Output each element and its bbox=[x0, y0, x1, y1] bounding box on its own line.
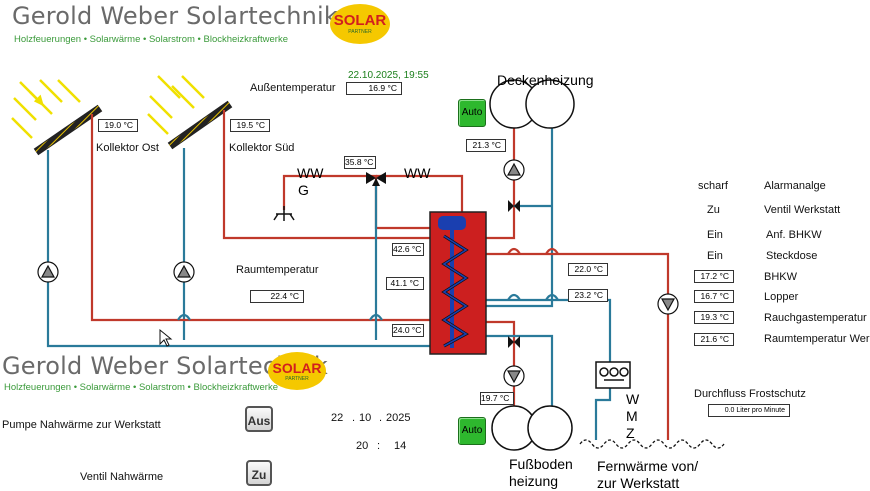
panel-company-tagline: Holzfeuerungen • Solarwärme • Solarstrom… bbox=[4, 382, 278, 393]
valve-workshop-label: Ventil Nahwärme bbox=[80, 471, 164, 483]
panel-date-day: 22 bbox=[331, 412, 344, 424]
panel-date-sep2: . bbox=[379, 412, 383, 424]
mouse-cursor-icon bbox=[159, 328, 173, 347]
lopper-temp: 16.7 °C bbox=[694, 290, 734, 303]
floor-heating-label-1: Fußboden bbox=[509, 456, 573, 472]
datetime-readout: 22.10.2025, 19:55 bbox=[348, 70, 429, 81]
bhkw-temp-label: BHKW bbox=[764, 271, 797, 283]
collector-east-icon bbox=[33, 104, 103, 156]
supply-temp: 22.0 °C bbox=[568, 263, 608, 276]
shower-icon bbox=[273, 206, 295, 221]
panel-date-month: 10 bbox=[359, 412, 372, 424]
wmz-w-label: W bbox=[626, 391, 640, 407]
ceiling-auto-button[interactable]: Auto bbox=[458, 99, 486, 127]
tank-top-temp: 42.6 °C bbox=[392, 243, 424, 256]
flue-gas-temp: 19.3 °C bbox=[694, 311, 734, 324]
status-valve-label: Ventil Werkstatt bbox=[764, 204, 841, 216]
panel-time-sep: : bbox=[377, 440, 381, 452]
heat-meter-icon bbox=[595, 361, 631, 389]
ceiling-heating-exchanger-icon bbox=[489, 79, 575, 129]
collector-east-label: Kollektor Ost bbox=[96, 142, 159, 154]
frost-flow-value: 0.0 Liter pro Minute bbox=[708, 404, 790, 417]
frost-flow-label: Durchfluss Frostschutz bbox=[694, 388, 806, 400]
wmz-z-label: Z bbox=[626, 425, 635, 441]
pump-workshop-label: Pumpe Nahwärme zur Werkstatt bbox=[2, 419, 161, 431]
district-heat-label-1: Fernwärme von/ bbox=[597, 458, 699, 474]
district-heat-label-2: zur Werkstatt bbox=[597, 475, 680, 491]
panel-time-minute: 14 bbox=[394, 440, 407, 452]
sun-rays-south-icon bbox=[147, 75, 205, 135]
workshop-room-temp: 21.6 °C bbox=[694, 333, 734, 346]
panel-date-sep1: . bbox=[352, 412, 356, 424]
status-alarm-label: Alarmanalge bbox=[764, 180, 826, 192]
hot-water-temp: 35.8 °C bbox=[344, 156, 376, 169]
collector-south-icon bbox=[167, 100, 233, 150]
tank-bottom-temp: 24.0 °C bbox=[392, 324, 424, 337]
company-tagline: Holzfeuerungen • Solarwärme • Solarstrom… bbox=[14, 34, 288, 45]
collector-south-temp: 19.5 °C bbox=[230, 119, 270, 132]
room-temp-label: Raumtemperatur bbox=[236, 264, 319, 276]
sun-rays-east-icon bbox=[11, 79, 81, 139]
collector-east-temp: 19.0 °C bbox=[98, 119, 138, 132]
pump-off-button[interactable]: Aus bbox=[245, 406, 273, 432]
pump-east-icon bbox=[37, 261, 59, 283]
status-valve-state: Zu bbox=[707, 204, 720, 216]
ceiling-heating-label: Deckenheizung bbox=[497, 72, 594, 88]
status-socket-label: Steckdose bbox=[766, 250, 818, 262]
ceiling-temp: 21.3 °C bbox=[466, 139, 506, 152]
panel-date-year: 2025 bbox=[386, 412, 411, 424]
pump-district-icon bbox=[657, 293, 679, 315]
ww-g-label: G bbox=[298, 182, 309, 198]
status-alarm-state: scharf bbox=[698, 180, 728, 192]
solar-partner-logo: SOLAR PARTNER bbox=[330, 4, 394, 46]
floor-heating-exchanger-icon bbox=[491, 405, 573, 451]
valve-icons bbox=[366, 172, 520, 348]
floor-heating-label-2: heizung bbox=[509, 473, 559, 489]
status-bhkw-label: Anf. BHKW bbox=[766, 229, 822, 241]
floor-auto-button[interactable]: Auto bbox=[458, 417, 486, 445]
outdoor-temp-label: Außentemperatur bbox=[250, 82, 336, 94]
storage-tank-icon bbox=[429, 211, 487, 355]
room-temp-value: 22.4 °C bbox=[250, 290, 304, 303]
floor-temp: 19.7 °C bbox=[480, 392, 514, 405]
status-bhkw-state: Ein bbox=[707, 229, 723, 241]
pump-ceiling-icon bbox=[503, 159, 525, 181]
pump-south-icon bbox=[173, 261, 195, 283]
valve-close-button[interactable]: Zu bbox=[246, 460, 272, 486]
bhkw-temp: 17.2 °C bbox=[694, 270, 734, 283]
lopper-temp-label: Lopper bbox=[764, 291, 799, 303]
wmz-m-label: M bbox=[626, 408, 638, 424]
status-socket-state: Ein bbox=[707, 250, 723, 262]
collector-south-label: Kollektor Süd bbox=[229, 142, 295, 154]
tank-middle-temp: 41.1 °C bbox=[386, 277, 424, 290]
return-temp: 23.2 °C bbox=[568, 289, 608, 302]
ww-right-label: WW bbox=[404, 165, 431, 181]
ww-left-label: WW bbox=[297, 165, 324, 181]
outdoor-temp-value: 16.9 °C bbox=[346, 82, 402, 95]
flue-gas-temp-label: Rauchgastemperatur bbox=[764, 312, 867, 324]
panel-time-hour: 20 bbox=[356, 440, 369, 452]
workshop-room-temp-label: Raumtemperatur Werk bbox=[764, 333, 870, 345]
panel-solar-partner-logo: SOLAR PARTNER bbox=[268, 352, 330, 392]
ground-line bbox=[579, 439, 725, 449]
company-name: Gerold Weber Solartechnik bbox=[12, 2, 339, 30]
pump-floor-icon bbox=[503, 365, 525, 387]
